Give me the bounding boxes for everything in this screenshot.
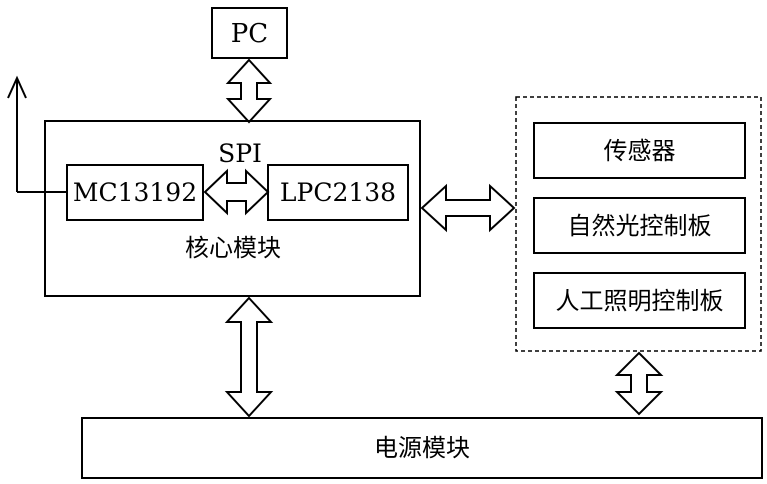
lpc2138-label: LPC2138 [280, 178, 396, 207]
natural-light-board-label: 自然光控制板 [568, 212, 712, 240]
peripheral-group [515, 96, 762, 352]
power-module-label: 电源模块 [374, 434, 470, 462]
spi-label: SPI [218, 139, 262, 168]
panel-power-arrow [614, 351, 664, 416]
mc13192-label: MC13192 [73, 178, 197, 207]
core-power-arrow [224, 296, 274, 418]
pc-box [211, 7, 288, 59]
core-module-box [44, 120, 421, 297]
artificial-light-board-box [533, 272, 746, 329]
core-panel-arrow [420, 183, 516, 233]
pc-label: PC [231, 19, 268, 49]
sensor-label: 传感器 [604, 137, 676, 165]
natural-light-board-box [533, 197, 746, 254]
artificial-light-board-label: 人工照明控制板 [556, 287, 724, 315]
power-module-box [81, 417, 763, 479]
spi-arrow [203, 168, 270, 216]
pc-core-arrow [225, 58, 273, 124]
core-module-label: 核心模块 [185, 234, 281, 262]
antenna-icon [7, 75, 67, 193]
sensor-box [533, 122, 746, 179]
mc13192-box [66, 164, 204, 221]
